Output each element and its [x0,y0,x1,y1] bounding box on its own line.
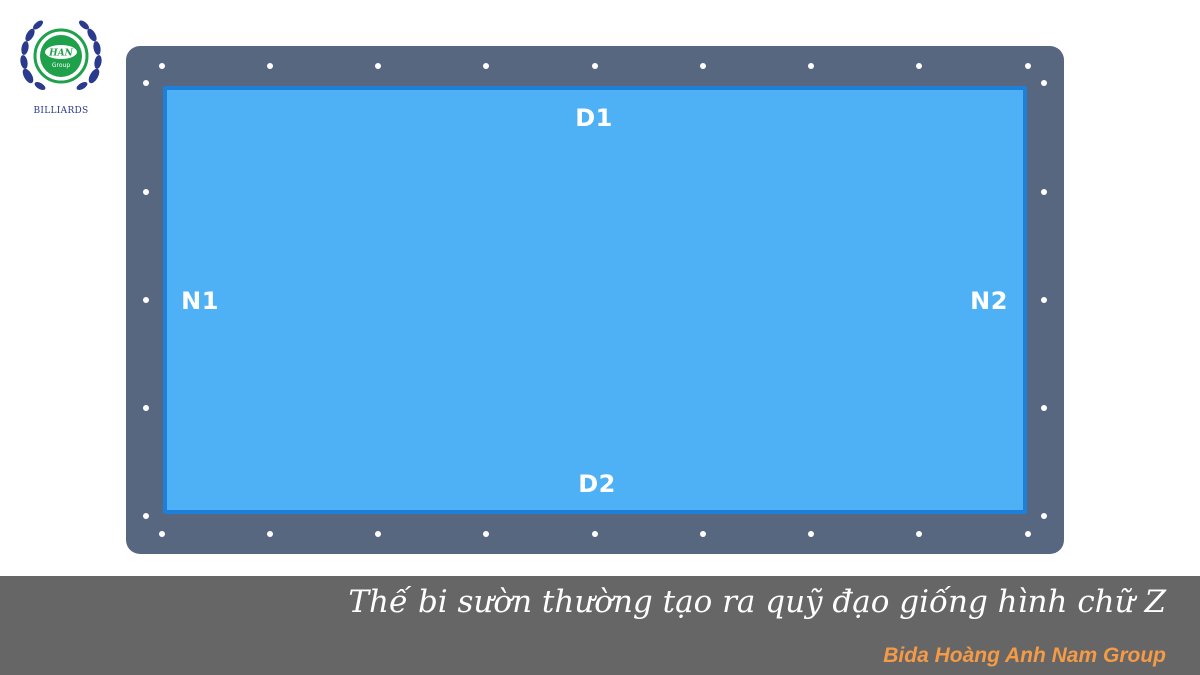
diamond-marker [143,297,149,303]
diamond-marker [375,531,381,537]
table-cushion [163,86,1027,514]
diamond-marker [1041,513,1047,519]
diamond-marker [592,63,598,69]
diamond-marker [159,531,165,537]
diamond-marker [375,63,381,69]
diamond-marker [808,63,814,69]
logo-label: BILLIARDS [33,106,89,116]
logo-mark-text: HAN [48,49,73,59]
diamond-marker [143,405,149,411]
diamond-marker [159,63,165,69]
table-felt [167,90,1023,510]
diamond-marker [1041,80,1047,86]
logo-group-text: Group [52,62,70,69]
rail-label-left: N1 [181,287,219,315]
diamond-marker [916,63,922,69]
diamond-marker [143,189,149,195]
billiard-table-rail: D1 D2 N1 N2 [126,46,1064,554]
rail-label-bottom: D2 [578,470,616,498]
rail-label-right: N2 [970,287,1008,315]
diamond-marker [1041,297,1047,303]
diamond-marker [143,80,149,86]
rail-label-top: D1 [575,104,613,132]
diamond-marker [592,531,598,537]
diamond-marker [483,531,489,537]
diamond-marker [1025,531,1031,537]
diamond-marker [1025,63,1031,69]
diamond-marker [700,531,706,537]
brand-logo: HAN Group BILLIARDS [18,14,104,118]
diamond-marker [143,513,149,519]
diamond-marker [808,531,814,537]
diamond-marker [267,531,273,537]
laurel-emblem-icon: HAN Group [20,20,102,90]
caption-text: Thế bi sườn thường tạo ra quỹ đạo giống … [348,584,1166,620]
diamond-marker [700,63,706,69]
caption-bar: Thế bi sườn thường tạo ra quỹ đạo giống … [0,576,1200,675]
diamond-marker [1041,405,1047,411]
diamond-marker [483,63,489,69]
diamond-marker [916,531,922,537]
brand-name: Bida Hoàng Anh Nam Group [883,644,1166,667]
diamond-marker [267,63,273,69]
diamond-marker [1041,189,1047,195]
